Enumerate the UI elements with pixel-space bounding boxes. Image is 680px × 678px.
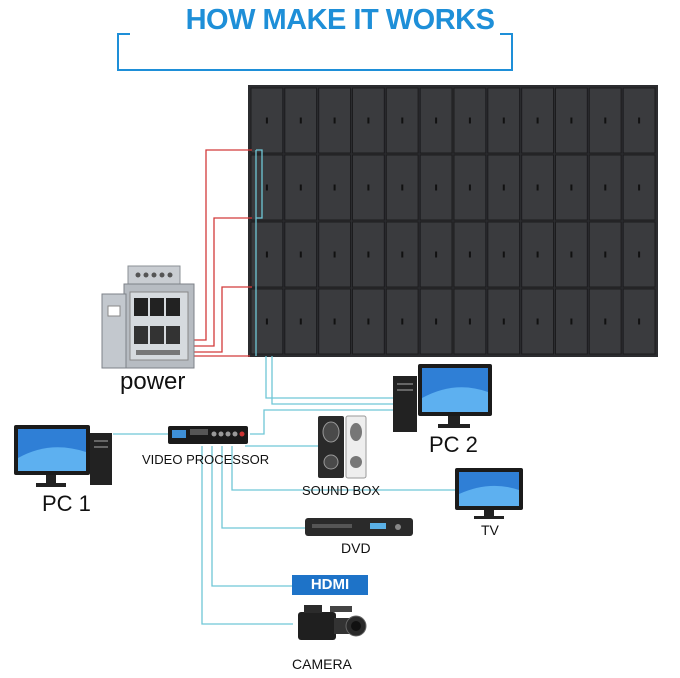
pc1-computer xyxy=(14,425,112,487)
label-pc2: PC 2 xyxy=(429,432,478,457)
pc2-computer xyxy=(393,364,492,432)
label-tv: TV xyxy=(481,522,499,538)
cabinet-lock xyxy=(435,318,438,325)
label-power: power xyxy=(120,368,186,395)
cabinet-lock xyxy=(468,117,471,124)
tv-set xyxy=(455,468,523,519)
cabinet-lock xyxy=(401,251,404,258)
led-cabinet xyxy=(555,221,588,288)
label-camera: CAMERA xyxy=(292,656,352,672)
cabinet-lock xyxy=(502,318,505,325)
label-video-processor: VIDEO PROCESSOR xyxy=(142,452,270,467)
dvd-player xyxy=(305,518,413,536)
cabinet-lock xyxy=(265,117,268,124)
cabinet-lock xyxy=(401,184,404,191)
cabinet-lock xyxy=(570,184,573,191)
cabinet-lock xyxy=(435,184,438,191)
cabinet-lock xyxy=(502,117,505,124)
cabinet-lock xyxy=(502,184,505,191)
diagram-title: HOW MAKE IT WORKS xyxy=(185,4,495,36)
cabinet-lock xyxy=(638,251,641,258)
label-hdmi: HDMI xyxy=(292,575,368,595)
cabinet-lock xyxy=(468,318,471,325)
cabinet-lock xyxy=(367,184,370,191)
cabinet-lock xyxy=(638,184,641,191)
cabinet-lock xyxy=(604,251,607,258)
cabinet-lock xyxy=(536,318,539,325)
cabinet-lock xyxy=(638,117,641,124)
power-cabinet xyxy=(101,265,195,369)
cabinet-lock xyxy=(333,117,336,124)
label-sound-box: SOUND BOX xyxy=(302,483,381,498)
cabinet-lock xyxy=(367,318,370,325)
cabinet-lock xyxy=(435,251,438,258)
signal-cables xyxy=(113,149,455,625)
cabinet-lock xyxy=(570,318,573,325)
cabinet-lock xyxy=(638,318,641,325)
power-cables xyxy=(192,149,252,357)
cabinet-lock xyxy=(401,117,404,124)
cabinet-lock xyxy=(435,117,438,124)
title-bracket xyxy=(117,33,513,71)
camera-device xyxy=(298,605,367,640)
cabinet-lock xyxy=(570,117,573,124)
cabinet-lock xyxy=(502,251,505,258)
cabinet-lock xyxy=(536,184,539,191)
cabinet-lock xyxy=(299,318,302,325)
cabinet-lock xyxy=(265,184,268,191)
video-processor-device xyxy=(168,426,248,444)
cabinet-lock xyxy=(536,117,539,124)
cabinet-lock xyxy=(299,117,302,124)
label-dvd: DVD xyxy=(341,540,371,556)
cabinet-lock xyxy=(401,318,404,325)
cabinet-lock xyxy=(367,251,370,258)
cabinet-lock xyxy=(333,251,336,258)
cabinet-lock xyxy=(468,184,471,191)
sound-box-speakers xyxy=(318,415,367,479)
cabinet-lock xyxy=(265,251,268,258)
label-pc1: PC 1 xyxy=(42,491,91,516)
cabinet-lock xyxy=(299,184,302,191)
cabinet-lock xyxy=(570,251,573,258)
led-wall xyxy=(248,85,658,357)
cabinet-lock xyxy=(367,117,370,124)
cabinet-lock xyxy=(265,318,268,325)
cabinet-lock xyxy=(333,184,336,191)
cabinet-lock xyxy=(536,251,539,258)
cabinet-lock xyxy=(604,318,607,325)
cabinet-lock xyxy=(299,251,302,258)
cabinet-lock xyxy=(333,318,336,325)
cabinet-lock xyxy=(604,184,607,191)
led-cabinet xyxy=(284,87,318,154)
cabinet-lock xyxy=(604,117,607,124)
cabinet-lock xyxy=(468,251,471,258)
